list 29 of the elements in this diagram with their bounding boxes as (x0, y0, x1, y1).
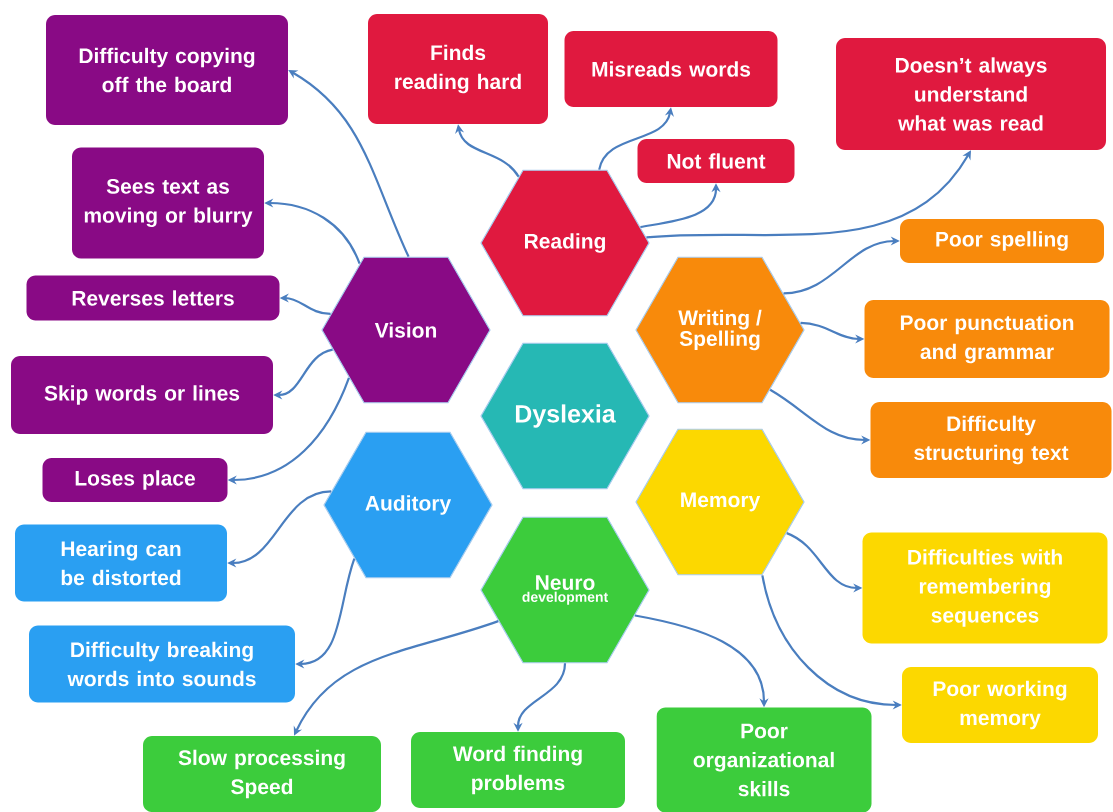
symptom-box: Hearing can be distorted (15, 524, 227, 602)
symptom-box: Poor punctuation and grammar (864, 300, 1110, 378)
hexagon: Auditory (323, 431, 493, 579)
symptom-box: Difficulties with remembering sequences (862, 532, 1108, 644)
symptom-box: Not fluent (637, 139, 795, 183)
arrow (293, 620, 499, 736)
hexagon: Writing / Spelling (635, 256, 805, 404)
symptom-box: Poor working memory (902, 667, 1098, 743)
symptom-box: Difficulty structuring text (870, 402, 1112, 478)
symptom-box: Poor organizational skills (656, 707, 872, 812)
hexagon: Neuro development (480, 516, 650, 664)
symptom-box: Poor spelling (900, 219, 1104, 263)
hexagon: Dyslexia (480, 342, 650, 490)
symptom-box: Slow processing Speed (143, 736, 381, 812)
symptom-box: Word finding problems (411, 732, 625, 808)
hexagon: Memory (635, 428, 805, 576)
arrow (288, 70, 410, 258)
symptom-box: Reverses letters (26, 275, 280, 321)
symptom-box: Sees text as moving or blurry (72, 147, 264, 259)
hexagon: Reading (480, 169, 650, 317)
symptom-box: Doesn’t always understand what was read (836, 38, 1106, 150)
symptom-box: Misreads words (564, 31, 778, 107)
symptom-box: Skip words or lines (11, 356, 273, 434)
symptom-box: Finds reading hard (368, 14, 548, 124)
symptom-box: Difficulty copying off the board (46, 15, 288, 125)
arrow (646, 150, 971, 239)
symptom-box: Loses place (42, 458, 228, 502)
hexagon: Vision (321, 256, 491, 404)
symptom-box: Difficulty breaking words into sounds (29, 625, 295, 703)
